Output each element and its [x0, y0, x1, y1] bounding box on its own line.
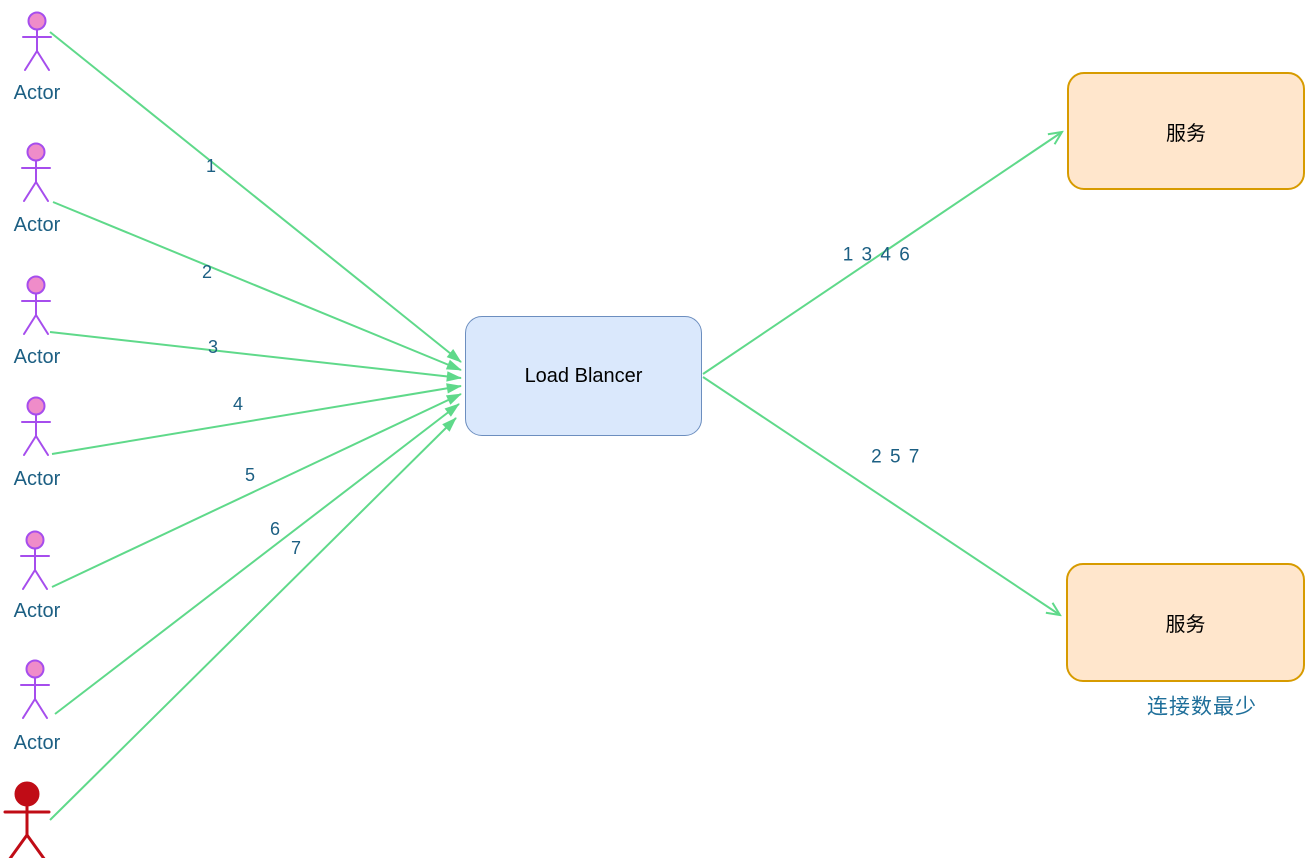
edge-5 — [51, 393, 462, 588]
actor-figure-1 — [22, 11, 52, 71]
edge-2 — [52, 201, 462, 371]
edge-label-6: 6 — [269, 519, 281, 539]
load-balancer-node: Load Blancer — [465, 316, 702, 436]
edge-label-3: 3 — [207, 337, 219, 357]
edges-right — [702, 132, 1062, 615]
edge-label-5: 5 — [244, 465, 256, 485]
actor-label-4: Actor — [13, 468, 61, 490]
actor-label-1: Actor — [13, 82, 61, 104]
actor-label-3: Actor — [13, 346, 61, 368]
edge-to-service-top — [702, 132, 1062, 375]
actor-figure-4 — [21, 396, 51, 456]
edges-left — [49, 31, 462, 821]
red-actor-head — [14, 781, 40, 807]
edge-group-label-top: 1 3 4 6 — [842, 244, 912, 266]
service-bottom-node: 服务 — [1066, 563, 1305, 682]
edge-4 — [51, 383, 462, 455]
service-bottom-annotation: 连接数最少 — [1147, 695, 1257, 719]
edge-7 — [49, 417, 457, 821]
service-top-node: 服务 — [1067, 72, 1305, 190]
edge-label-1: 1 — [205, 156, 217, 176]
edge-6 — [54, 403, 460, 715]
actor-label-5: Actor — [13, 600, 61, 622]
edge-to-service-bottom — [702, 376, 1060, 615]
edge-label-4: 4 — [232, 394, 244, 414]
load-balancer-label: Load Blancer — [524, 364, 643, 387]
edge-group-label-bottom: 2 5 7 — [871, 446, 921, 468]
actor-figure-6 — [20, 659, 50, 719]
actor-label-2: Actor — [13, 214, 61, 236]
actor-figure-5 — [20, 530, 50, 590]
service-bottom-label: 服务 — [1165, 614, 1206, 636]
actor-figure-red — [3, 781, 51, 858]
edge-label-2: 2 — [201, 262, 213, 282]
service-top-label: 服务 — [1166, 122, 1206, 145]
edge-label-7: 7 — [290, 538, 302, 558]
actor-figure-3 — [21, 275, 51, 335]
actor-figure-2 — [21, 142, 51, 202]
actor-label-6: Actor — [13, 732, 61, 754]
edge-3 — [49, 331, 462, 382]
edge-1 — [49, 31, 462, 363]
